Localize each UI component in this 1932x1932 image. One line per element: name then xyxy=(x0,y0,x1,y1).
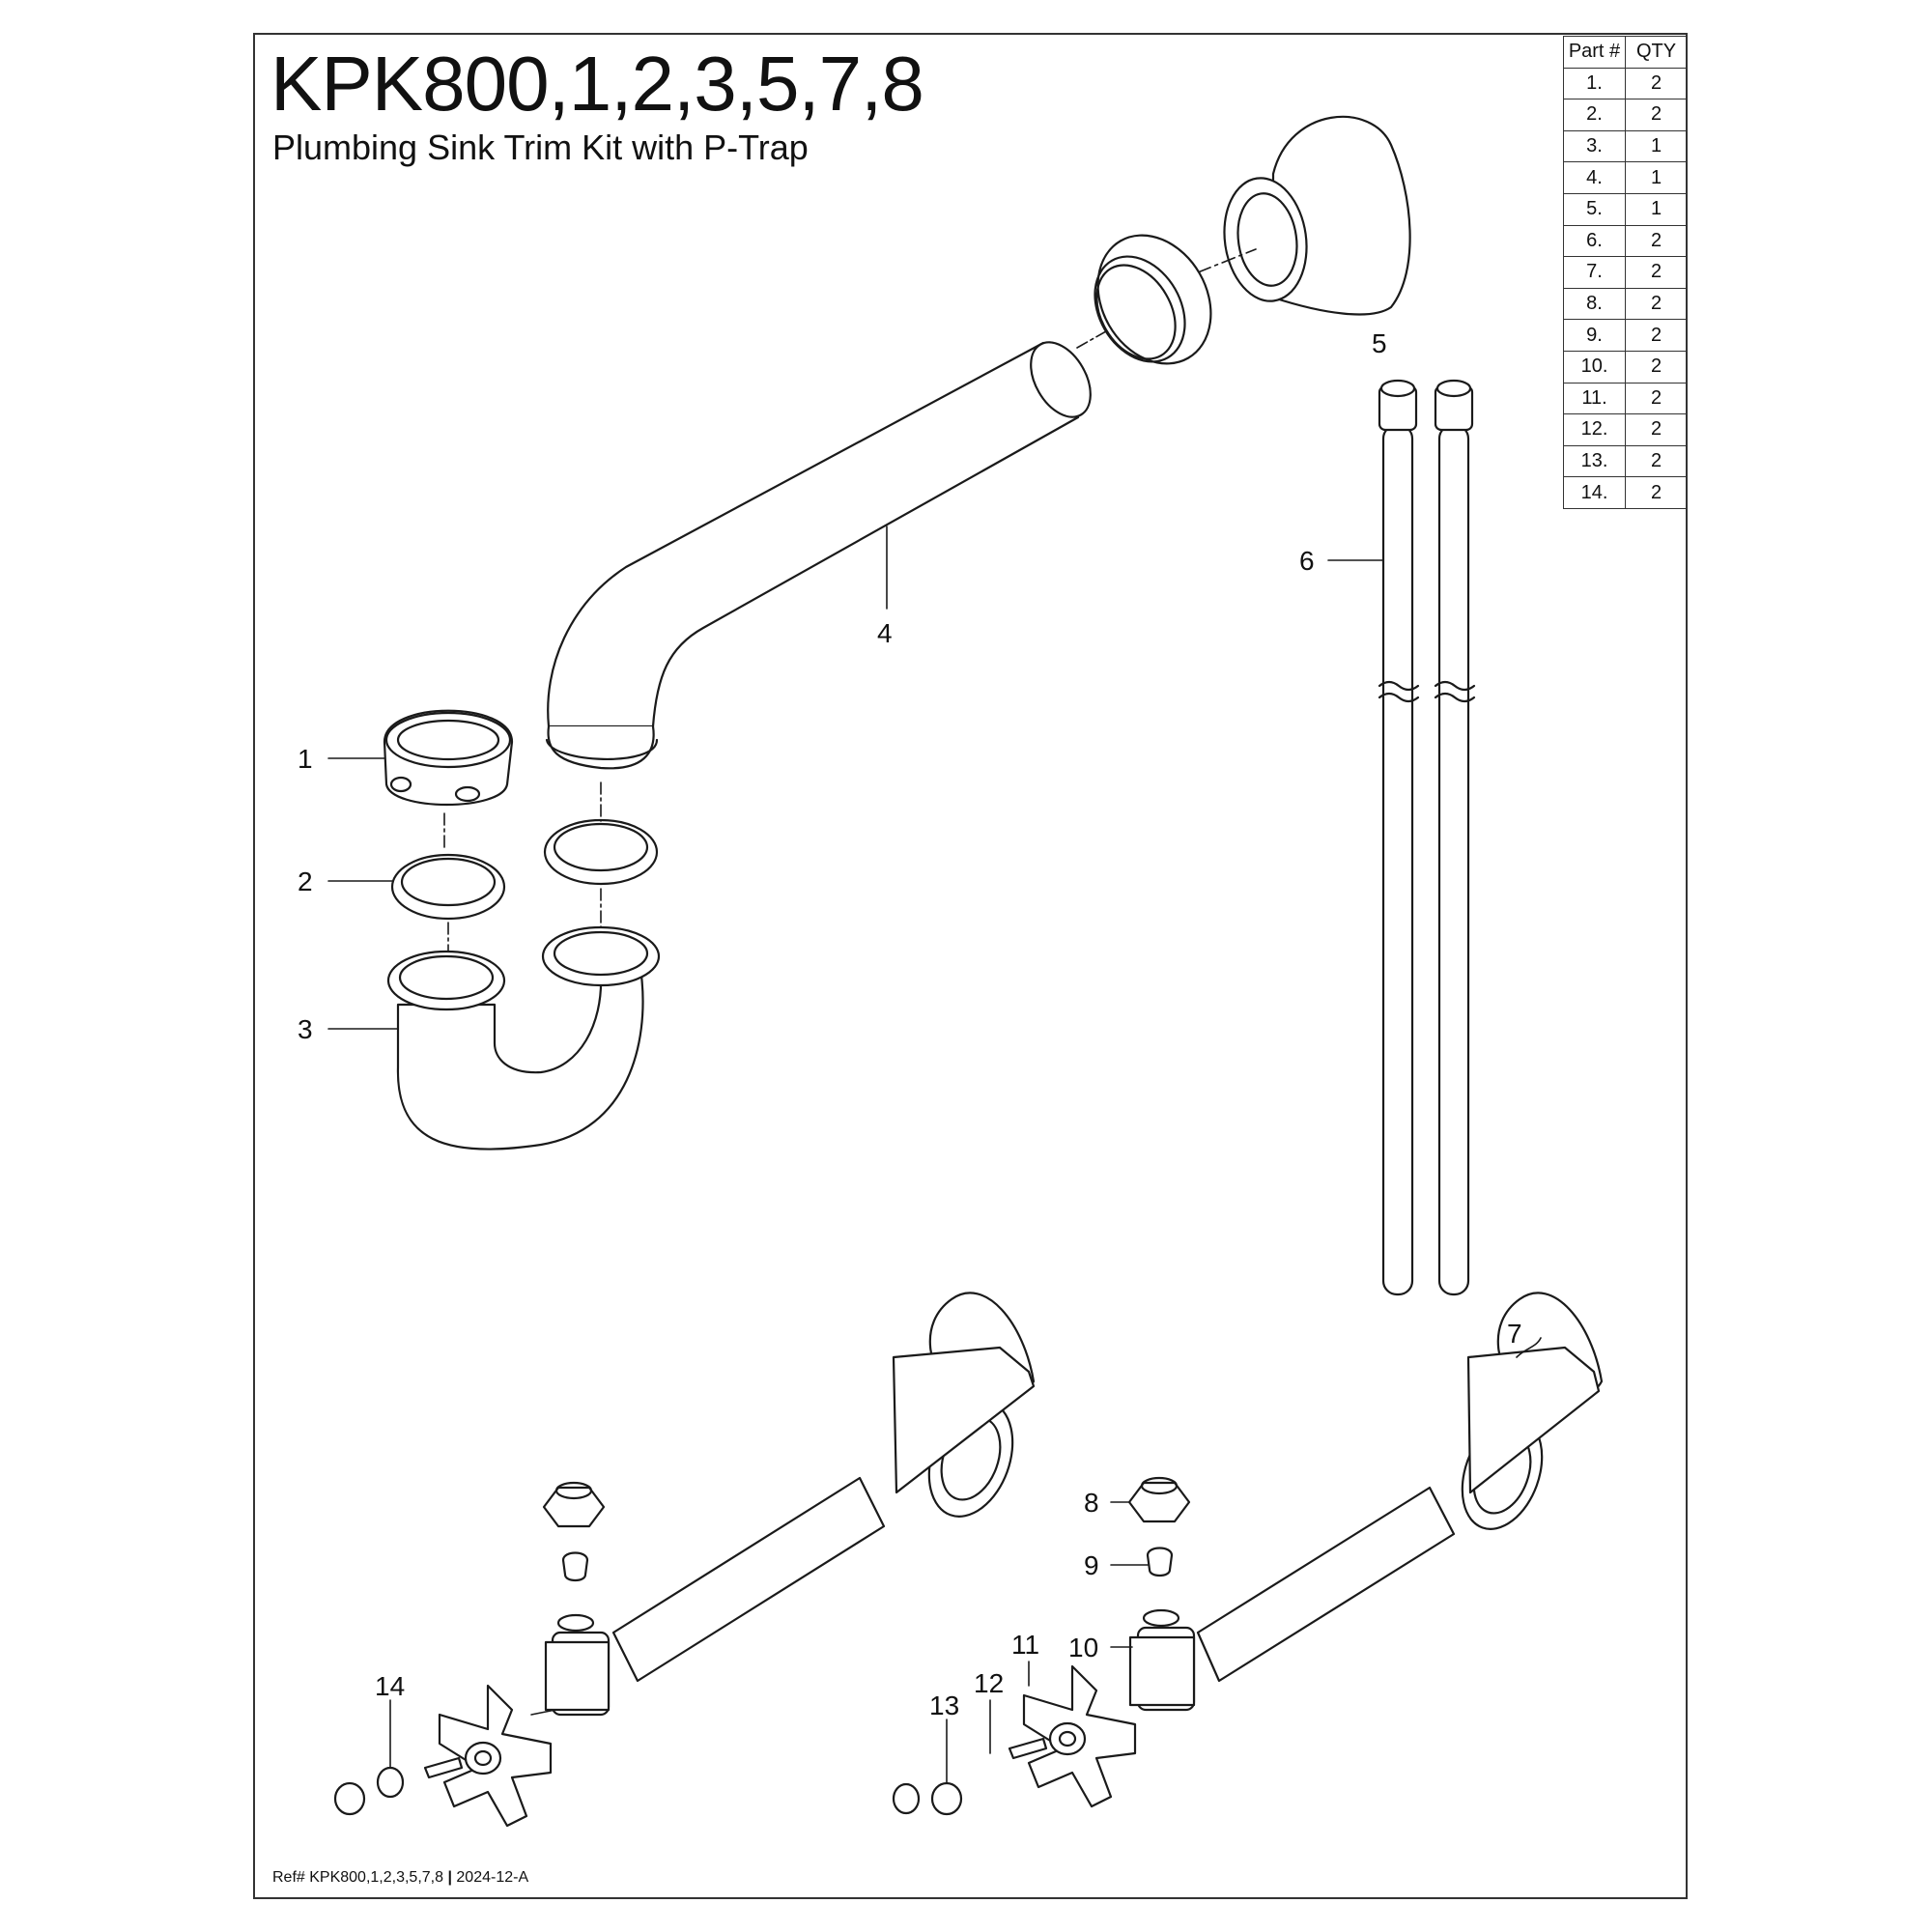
part-number-cell: 10. xyxy=(1563,350,1626,384)
table-row: 14.2 xyxy=(1563,476,1688,509)
angle-stop-valve-left xyxy=(333,1292,1036,1828)
part-number-cell: 6. xyxy=(1563,224,1626,258)
angle-stop-valve-right xyxy=(892,1292,1604,1816)
callout-8: 8 xyxy=(1084,1488,1099,1518)
callout-labels: 1 2 3 4 5 6 7 8 9 10 11 12 13 14 xyxy=(298,328,1522,1720)
callout-3: 3 xyxy=(298,1014,313,1044)
quantity-cell: 2 xyxy=(1625,224,1688,258)
table-row: 5.1 xyxy=(1563,192,1688,226)
slip-nut-part-4 xyxy=(1076,234,1212,365)
callout-12: 12 xyxy=(974,1668,1004,1698)
table-row: 13.2 xyxy=(1563,444,1688,478)
callout-5: 5 xyxy=(1372,328,1387,358)
ref-label: Ref# KPK800,1,2,3,5,7,8 xyxy=(272,1869,444,1886)
part-number-cell: 14. xyxy=(1563,476,1626,509)
table-row: 9.2 xyxy=(1563,319,1688,352)
callout-7: 7 xyxy=(1507,1319,1522,1349)
column-header-qty: QTY xyxy=(1625,36,1688,69)
callout-14: 14 xyxy=(375,1671,405,1701)
quantity-cell: 2 xyxy=(1625,287,1688,321)
quantity-cell: 2 xyxy=(1625,256,1688,289)
page-title: KPK800,1,2,3,5,7,8 xyxy=(270,41,924,127)
callout-13: 13 xyxy=(929,1690,959,1720)
table-row: 2.2 xyxy=(1563,99,1688,131)
escutcheon-flange-part-5 xyxy=(1173,115,1411,316)
table-row: 6.2 xyxy=(1563,224,1688,258)
slip-nut-part-1 xyxy=(327,709,514,851)
column-header-part: Part # xyxy=(1563,36,1626,69)
part-number-cell: 3. xyxy=(1563,129,1626,163)
washer-part-2 xyxy=(327,781,659,957)
callout-4: 4 xyxy=(877,618,893,648)
part-number-cell: 12. xyxy=(1563,413,1626,446)
callout-2: 2 xyxy=(298,867,313,896)
callout-10: 10 xyxy=(1068,1633,1098,1662)
page-subtitle: Plumbing Sink Trim Kit with P-Trap xyxy=(272,128,809,167)
part-number-cell: 9. xyxy=(1563,319,1626,352)
supply-tubes-part-6 xyxy=(1327,379,1476,1296)
callout-1: 1 xyxy=(298,744,313,774)
callout-6: 6 xyxy=(1299,546,1315,576)
quantity-cell: 2 xyxy=(1625,350,1688,384)
table-row: 4.1 xyxy=(1563,161,1688,194)
part-number-cell: 5. xyxy=(1563,192,1626,226)
table-row: 10.2 xyxy=(1563,350,1688,384)
quantity-cell: 2 xyxy=(1625,319,1688,352)
quantity-cell: 1 xyxy=(1625,161,1688,194)
trap-arm-part-4 xyxy=(545,341,1092,770)
table-row: 3.1 xyxy=(1563,129,1688,163)
callout-11: 11 xyxy=(1011,1630,1039,1660)
table-row: 11.2 xyxy=(1563,382,1688,415)
callout-9: 9 xyxy=(1084,1550,1099,1580)
quantity-cell: 1 xyxy=(1625,192,1688,226)
quantity-cell: 2 xyxy=(1625,99,1688,131)
table-header-row: Part # QTY xyxy=(1563,36,1688,69)
ref-separator: | xyxy=(447,1869,452,1886)
quantity-cell: 2 xyxy=(1625,476,1688,509)
revision-code: 2024-12-A xyxy=(456,1869,529,1886)
p-trap-part-3 xyxy=(327,925,661,1151)
drawing-sheet-border xyxy=(253,33,1688,1899)
reference-footer: Ref# KPK800,1,2,3,5,7,8 | 2024-12-A xyxy=(272,1869,528,1887)
